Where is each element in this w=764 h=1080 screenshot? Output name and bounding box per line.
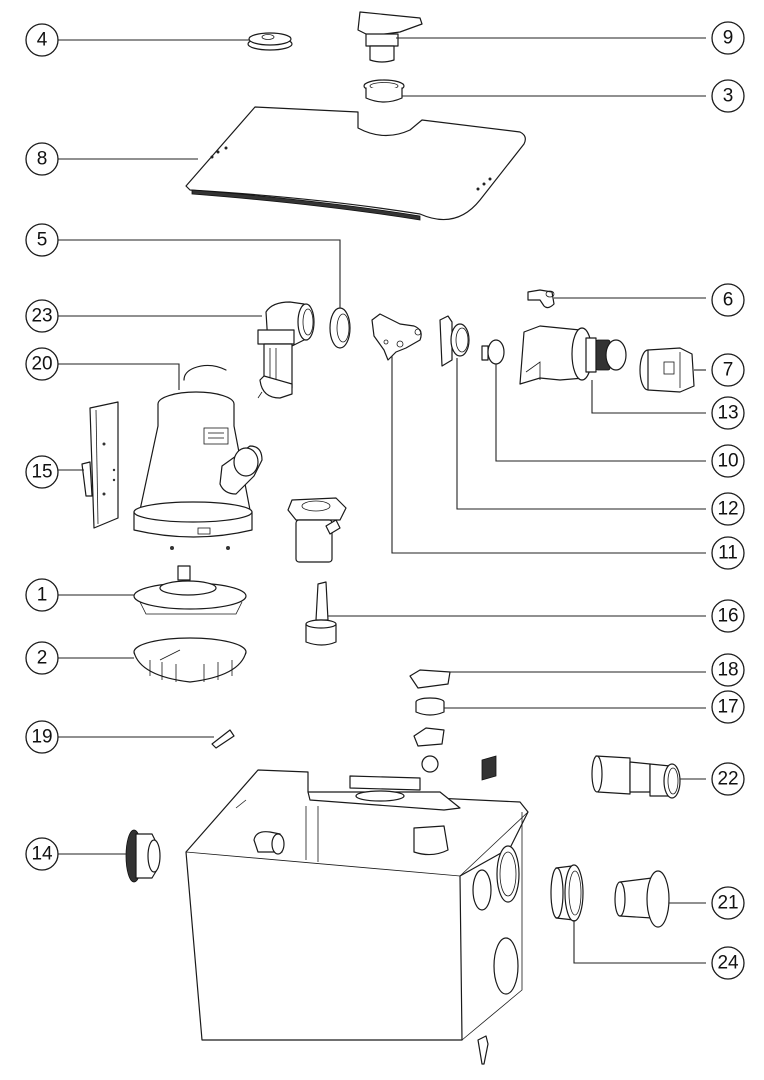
part-18-cover-cap	[409, 669, 451, 689]
callout-12: 12	[711, 492, 745, 526]
part-float-holder	[413, 727, 497, 781]
part-3-seal-ring	[363, 79, 405, 103]
callout-11: 11	[711, 536, 745, 570]
leader-12	[456, 358, 706, 510]
callout-10: 10	[711, 444, 745, 478]
part-4-cap-plug	[247, 32, 293, 51]
svg-text:19: 19	[31, 727, 52, 748]
svg-text:20: 20	[31, 354, 52, 375]
callout-5: 5	[25, 223, 59, 257]
part-1-impeller-cover	[133, 565, 247, 615]
svg-text:21: 21	[717, 893, 738, 914]
callout-16: 16	[711, 599, 745, 633]
svg-text:1: 1	[37, 585, 48, 606]
callout-9: 9	[711, 21, 745, 55]
callout-21: 21	[711, 886, 745, 920]
part-2-strainer-base	[133, 637, 247, 683]
callout-20: 20	[25, 347, 59, 381]
part-6-clip	[527, 289, 555, 309]
leader-5	[58, 239, 341, 308]
leader-lines	[58, 37, 706, 964]
part-float-switch-block	[287, 497, 347, 563]
callout-14: 14	[25, 837, 59, 871]
svg-text:3: 3	[723, 86, 734, 107]
part-14-threaded-inlet	[125, 829, 161, 883]
svg-text:15: 15	[31, 462, 52, 483]
svg-text:18: 18	[717, 660, 738, 681]
leader-13	[591, 380, 706, 414]
callout-7: 7	[711, 353, 745, 387]
part-9-vent-funnel	[357, 11, 423, 63]
part-20-pump-motor	[133, 364, 263, 550]
svg-text:6: 6	[723, 290, 734, 311]
svg-text:9: 9	[723, 28, 734, 49]
svg-text:10: 10	[717, 451, 738, 472]
svg-text:14: 14	[31, 844, 53, 865]
callout-6: 6	[711, 283, 745, 317]
part-12-valve-seat	[439, 315, 470, 367]
leader-24	[573, 920, 706, 964]
callout-13: 13	[711, 396, 745, 430]
svg-text:23: 23	[31, 306, 52, 327]
callout-8: 8	[25, 142, 59, 176]
part-10-flap-disc	[481, 339, 505, 365]
part-22-outlet-adapter	[591, 755, 681, 799]
part-7-check-valve-insert	[639, 347, 695, 393]
svg-text:5: 5	[37, 230, 48, 251]
callout-15: 15	[25, 455, 59, 489]
svg-text:7: 7	[723, 360, 734, 381]
svg-text:11: 11	[718, 543, 738, 564]
callout-23: 23	[25, 299, 59, 333]
callout-18: 18	[711, 653, 745, 687]
svg-text:12: 12	[717, 499, 738, 520]
part-16-float-pin	[305, 581, 337, 646]
part-17-float	[415, 697, 445, 716]
callout-4: 4	[25, 23, 59, 57]
callout-19: 19	[25, 720, 59, 754]
svg-text:2: 2	[37, 648, 48, 669]
callout-1: 1	[25, 578, 59, 612]
leader-10	[495, 364, 706, 462]
part-15-mounting-bracket	[81, 401, 119, 529]
main-tank	[185, 769, 529, 1065]
part-13-discharge-housing	[519, 325, 627, 385]
part-11-float-lever	[371, 313, 422, 361]
svg-text:8: 8	[37, 149, 48, 170]
svg-text:17: 17	[717, 697, 738, 718]
callout-24: 24	[711, 946, 745, 980]
svg-text:22: 22	[717, 769, 738, 790]
part-19-clip	[211, 729, 235, 749]
svg-text:13: 13	[717, 403, 738, 424]
part-5-gasket-ring	[329, 307, 351, 349]
callout-3: 3	[711, 79, 745, 113]
part-23-switch-elbow	[257, 301, 315, 399]
callout-22: 22	[711, 762, 745, 796]
callout-17: 17	[711, 690, 745, 724]
leader-20	[58, 363, 180, 390]
part-8-lid	[185, 106, 526, 221]
leader-11	[391, 356, 706, 554]
part-24-inlet-seal	[550, 864, 584, 922]
svg-text:16: 16	[717, 606, 738, 627]
svg-text:24: 24	[717, 953, 739, 974]
part-21-blanking-plug	[614, 870, 670, 928]
svg-text:4: 4	[37, 30, 48, 51]
callout-2: 2	[25, 641, 59, 675]
